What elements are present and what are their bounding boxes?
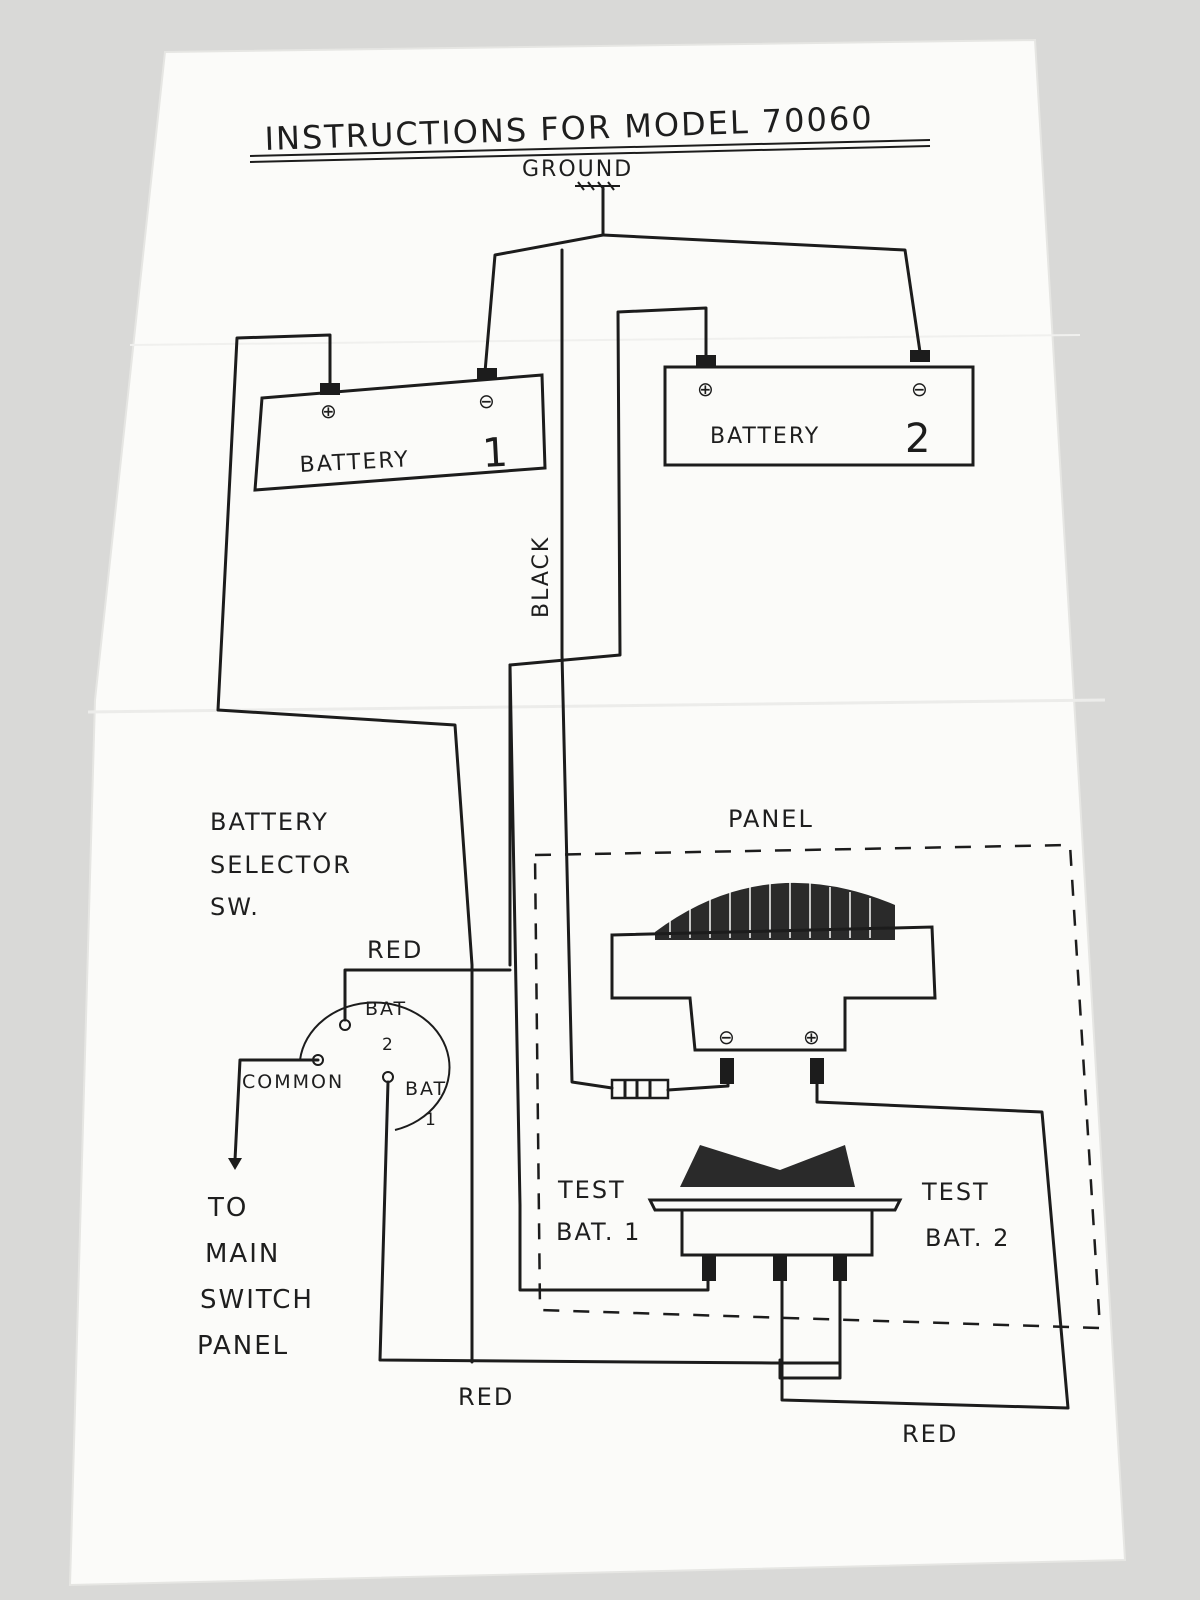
selector-bat1-label-b: 1	[425, 1110, 436, 1130]
test-bat1-label-line1: TEST	[557, 1176, 626, 1204]
red-wire-label-bottom-left: RED	[458, 1383, 514, 1411]
resistor-icon	[610, 1078, 670, 1100]
battery-2-pos-symbol: ⊕	[697, 377, 714, 401]
paper-fold-upper	[129, 334, 1081, 346]
meter-neg-terminal	[720, 1058, 734, 1084]
to-main-label-line2: MAIN	[205, 1239, 280, 1269]
arrow-down-icon	[228, 1158, 242, 1170]
selector-label-line2: SELECTOR	[210, 851, 352, 879]
to-main-label-line4: PANEL	[197, 1331, 289, 1361]
ground-wire	[483, 186, 605, 374]
battery-1-neg-symbol: ⊖	[478, 389, 495, 413]
test-switch-terminal-common	[773, 1255, 787, 1281]
black-wire-label: BLACK	[529, 536, 554, 618]
battery-2-box	[663, 365, 975, 467]
voltmeter-gauge	[610, 879, 937, 1052]
ground-label: GROUND	[522, 157, 633, 182]
test-bat1-label-line2: BAT. 1	[556, 1218, 641, 1246]
battery-1-number: 1	[481, 430, 509, 477]
test-switch-bat2-wire	[778, 1278, 842, 1380]
red-wire-label-bottom-right: RED	[902, 1420, 958, 1448]
test-bat2-label-line1: TEST	[921, 1178, 990, 1206]
meter-neg-symbol: ⊖	[718, 1025, 735, 1049]
selector-label-line3: SW.	[210, 893, 260, 921]
battery-1-neg-terminal	[477, 368, 497, 380]
test-switch-terminal-2	[833, 1255, 847, 1281]
selector-bat1-red-wire	[378, 1080, 842, 1365]
selector-bat2-label-a: BAT	[365, 998, 407, 1020]
battery-2-neg-symbol: ⊖	[911, 377, 928, 401]
selector-common-label: COMMON	[242, 1071, 344, 1093]
black-wire	[560, 248, 614, 1090]
battery-2-pos-terminal	[696, 355, 716, 367]
battery-1-pos-symbol: ⊕	[320, 399, 337, 423]
ground-to-battery2-wire	[601, 233, 922, 354]
battery-2-label: BATTERY	[710, 424, 820, 449]
to-main-label-line3: SWITCH	[200, 1285, 314, 1315]
battery-1-label: BATTERY	[299, 447, 410, 478]
selector-label-line1: BATTERY	[210, 808, 329, 836]
selector-bat2-red-wire	[343, 968, 512, 1022]
panel-label: PANEL	[728, 805, 814, 833]
battery-1-pos-terminal	[320, 383, 340, 395]
to-main-label-line1: TO	[207, 1193, 248, 1223]
red-wire-label-top: RED	[367, 936, 423, 964]
battery-1-positive-wire	[216, 333, 474, 1364]
selector-common-wire	[233, 1058, 320, 1162]
battery-2-neg-terminal	[910, 350, 930, 362]
resistor-to-meter-wire	[666, 1076, 730, 1092]
title-underline-1	[249, 139, 931, 157]
paper-fold-horizontal	[87, 698, 1106, 714]
selector-switch-dial	[299, 1001, 451, 1131]
meter-pos-symbol: ⊕	[803, 1025, 820, 1049]
selector-bat2-label-b: 2	[382, 1035, 393, 1055]
selector-bat1-label-a: BAT	[405, 1078, 447, 1100]
meter-pos-terminal	[810, 1058, 824, 1084]
title-underline-2	[249, 145, 931, 163]
test-switch-terminal-1	[702, 1255, 716, 1281]
battery-2-number: 2	[905, 416, 930, 462]
test-bat2-label-line2: BAT. 2	[925, 1224, 1010, 1252]
battery-1-box	[253, 373, 547, 492]
